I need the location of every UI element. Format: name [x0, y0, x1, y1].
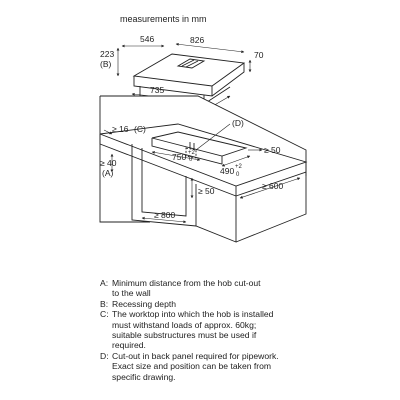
dim-546: 546: [140, 34, 154, 44]
dim-490-tol-b: 0: [236, 172, 240, 178]
dim-490: 490: [220, 166, 234, 176]
dim-826: 826: [190, 35, 204, 45]
dim-min-600: ≥ 600: [262, 181, 283, 191]
dim-223-tag: (B): [100, 59, 112, 69]
dim-min-800: ≥ 800: [154, 210, 175, 220]
measurements-header: measurements in mm: [120, 14, 207, 24]
dim-70: 70: [254, 50, 264, 60]
note-b: B: Recessing depth: [100, 298, 177, 309]
dim-min-50-lower: ≥ 50: [198, 186, 215, 196]
worktop-drawing: [99, 95, 308, 243]
note-d: D: Cut-out in back panel required for pi…: [100, 350, 279, 382]
dim-min-16-tag: (C): [134, 124, 146, 134]
dim-min-16: ≥ 16: [112, 124, 129, 134]
dim-750-tol-b: 0: [189, 157, 193, 163]
note-a: A: Minimum distance from the hob cut-out…: [100, 278, 261, 299]
dim-490-tol: +2: [235, 164, 243, 170]
dim-min-40: ≥ 40: [100, 158, 117, 168]
dim-735: 735: [150, 85, 164, 95]
dim-min-40-tag: (A): [102, 168, 114, 178]
dim-750-tol: +2: [188, 150, 196, 156]
dim-223: 223: [100, 49, 114, 59]
dim-min-50-right: ≥ 50: [264, 145, 281, 155]
note-c: C: The worktop into which the hob is ins…: [100, 309, 274, 351]
worktop-dimension-lines: [103, 123, 301, 224]
notes-list: A: Minimum distance from the hob cut-out…: [100, 278, 400, 382]
dim-750: 750: [172, 152, 186, 162]
dim-d-tag: (D): [232, 118, 244, 128]
